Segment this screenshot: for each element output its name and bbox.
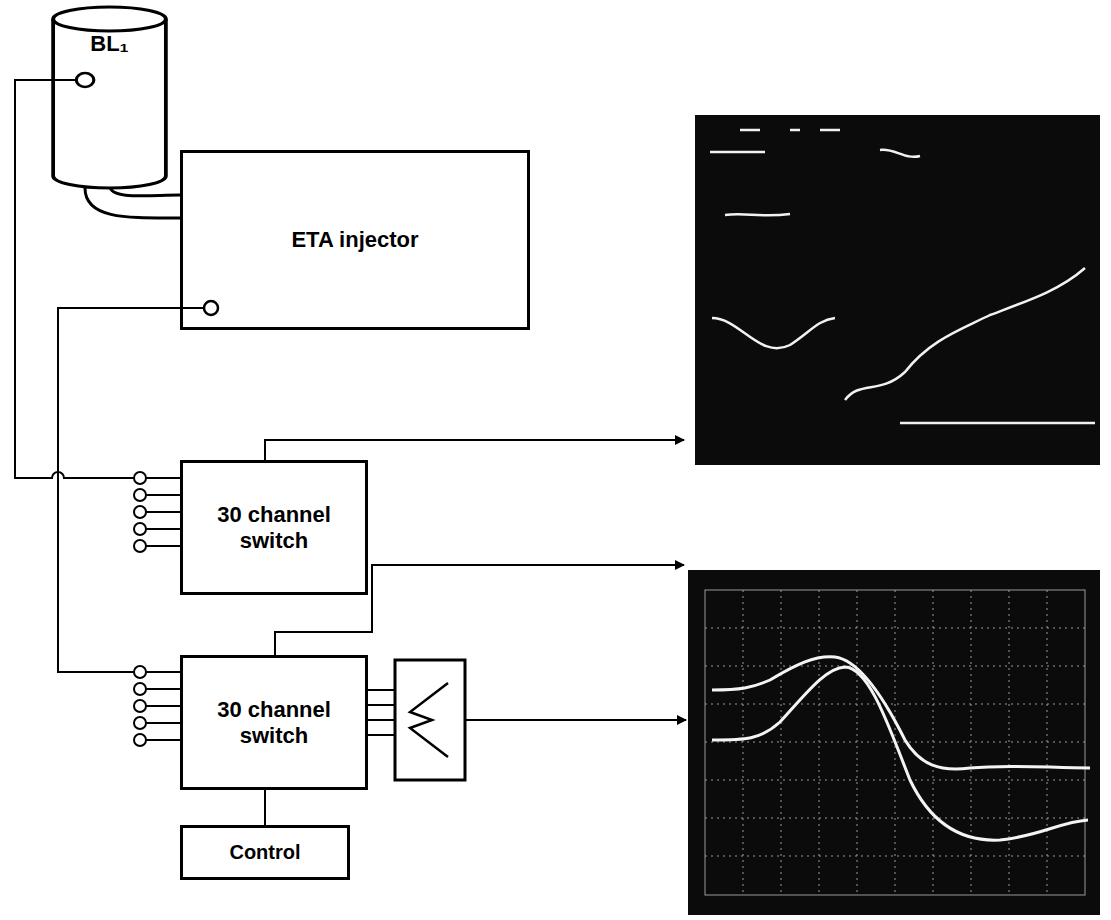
node-label: 30 channel switch: [183, 697, 365, 748]
oscilloscope-trace-bottom: [688, 570, 1100, 915]
beamline-cylinder: BL₁: [50, 5, 169, 190]
text-holder: BL₁: [50, 31, 169, 56]
node-label: Control: [229, 841, 300, 864]
node-label: BL₁: [50, 31, 169, 56]
node-label: 30 channel switch: [183, 502, 365, 553]
input-stubs: [146, 495, 180, 740]
port-terminal: [183, 293, 223, 323]
wire-connector: [58, 308, 180, 672]
text-holder: 30 channel switch: [183, 502, 365, 553]
cable-connector: [85, 186, 180, 218]
text-holder: Control: [229, 841, 300, 864]
injector-box: ETA injector: [180, 150, 530, 330]
switch-box: 30 channel switch: [180, 460, 368, 595]
oscilloscope-trace-top: [695, 115, 1100, 465]
text-holder: ETA injector: [291, 227, 418, 252]
text-holder: 30 channel switch: [183, 697, 365, 748]
wire-connector: [264, 790, 266, 825]
attenuator-symbol: [395, 660, 465, 780]
switch-box: 30 channel switch: [180, 655, 368, 790]
control-box: Control: [180, 825, 350, 880]
node-label: ETA injector: [291, 227, 418, 252]
